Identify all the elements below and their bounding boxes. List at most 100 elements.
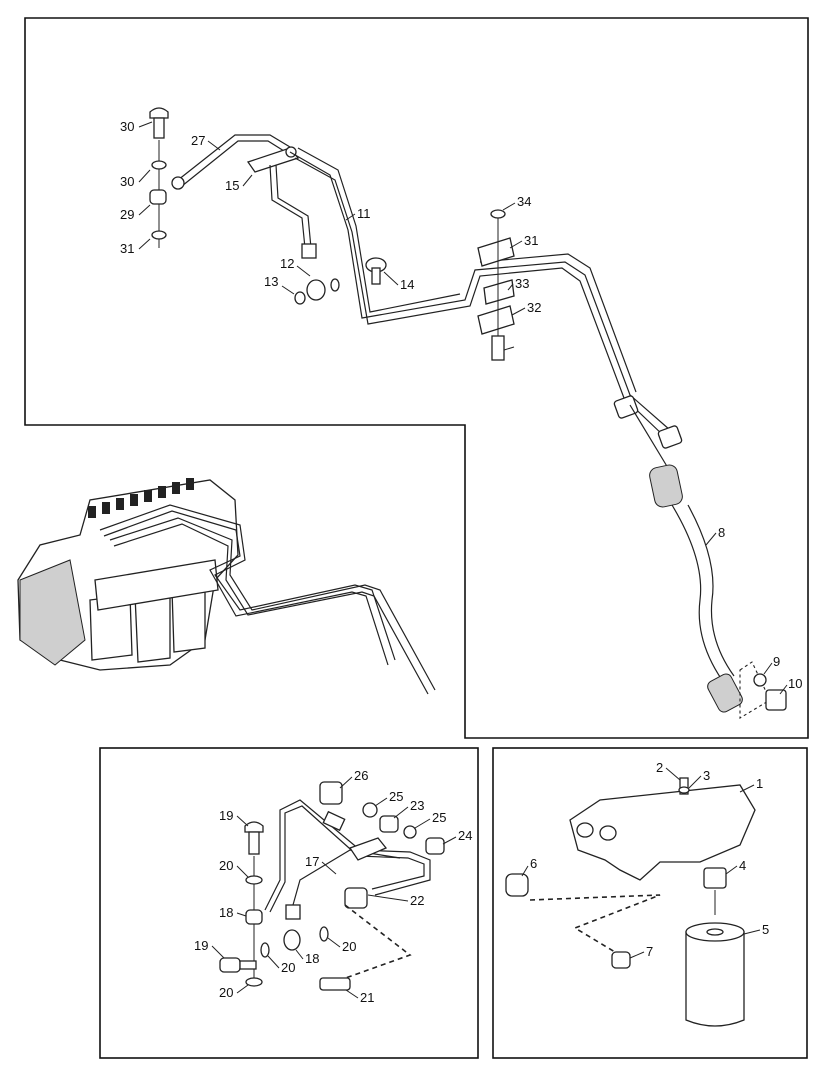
olive-9: [753, 673, 767, 687]
hose-8-fitting-lower: [707, 673, 743, 713]
fuel-line-assembly: [149, 107, 787, 719]
callout-label: 30: [120, 174, 134, 189]
callout-label: 6: [530, 856, 537, 871]
callout-3: 3: [688, 768, 710, 789]
engine-illustration: [17, 478, 436, 695]
nut-12-top: [301, 243, 317, 259]
callout-label: 1: [756, 776, 763, 791]
callout-label: 20: [342, 939, 356, 954]
washer-20b: [245, 977, 263, 987]
callout-31a: 31: [509, 233, 538, 249]
callout-label: 4: [739, 858, 746, 873]
callout-23: 23: [393, 798, 424, 819]
main-panel-frame: [24, 17, 809, 739]
callout-label: 15: [225, 178, 239, 193]
callout-label: 21: [360, 990, 374, 1005]
banjo-bolt-29: [149, 107, 169, 119]
clamp-half-31b: [477, 305, 515, 335]
callout-label: 20: [281, 960, 295, 975]
clamp-half-31a: [477, 237, 515, 267]
fitting-21: [319, 977, 351, 991]
callout-14: 13: [264, 274, 295, 295]
callout-20c: 20: [267, 955, 295, 975]
banjo-12: [306, 279, 326, 301]
callout-label: 23: [410, 798, 424, 813]
callout-label: 11: [357, 206, 371, 221]
callout-label: 25: [389, 789, 403, 804]
callout-29: 30: [120, 119, 153, 134]
banjo-bolt-19a-shank: [248, 831, 260, 855]
callout-label: 32: [527, 300, 541, 315]
banjo-18b: [283, 929, 301, 951]
bolt-33: [491, 335, 505, 361]
callout-8: 8: [705, 525, 725, 546]
callout-19b: 19: [194, 938, 225, 959]
adapter-26: [319, 781, 343, 805]
lower-right-panel-frame: [492, 747, 808, 1059]
spacer-lower: [657, 425, 683, 449]
callout-label: 20: [219, 858, 233, 873]
fitting-22: [344, 887, 368, 909]
callout-34: 34: [502, 194, 531, 211]
callout-label: 10: [788, 676, 802, 691]
callout-1: 1: [739, 776, 763, 793]
bolt-13-shank: [371, 267, 381, 285]
filter-head-1: [569, 784, 756, 881]
washer-30b: [151, 230, 167, 240]
callout-20d: 20: [327, 937, 356, 954]
callout-label: 9: [773, 654, 780, 669]
callout-19a: 19: [219, 808, 249, 827]
callout-18b: 18: [295, 949, 319, 966]
callout-30: 30: [120, 169, 151, 189]
clamp-15: [246, 147, 300, 173]
screw-2: [679, 777, 689, 795]
callout-22: 22: [367, 893, 424, 908]
callout-27: 27: [191, 133, 221, 151]
banjo-bolt-19b: [219, 957, 241, 973]
washer-3: [678, 786, 690, 794]
washer-30a: [151, 160, 167, 170]
washer-25a: [362, 802, 378, 818]
callout-label: 2: [656, 760, 663, 775]
callout-label: 7: [646, 944, 653, 959]
callout-11: 11: [345, 206, 371, 221]
callout-label: 17: [305, 854, 319, 869]
washer-14: [294, 291, 306, 305]
callout-30b: 31: [120, 238, 151, 256]
spacer-32: [483, 279, 515, 305]
washer-34: [490, 209, 506, 219]
nut-10: [765, 689, 787, 711]
filter-head-assembly: [505, 777, 756, 1027]
callout-label: 34: [517, 194, 531, 209]
callout-label: 19: [219, 808, 233, 823]
callout-label: 3: [703, 768, 710, 783]
callout-label: 27: [191, 133, 205, 148]
nipple-4: [703, 867, 727, 889]
washer-25b: [403, 825, 417, 839]
banjo-18a: [245, 909, 263, 925]
callout-label: 13: [264, 274, 278, 289]
lower-left-panel-frame: [99, 747, 479, 1059]
callout-28: 29: [120, 204, 151, 222]
callout-label: 5: [762, 922, 769, 937]
callout-25b: 25: [414, 810, 446, 829]
bolt-24: [425, 837, 445, 855]
callout-label: 18: [219, 905, 233, 920]
callout-label: 14: [400, 277, 414, 292]
callout-32: 33: [507, 276, 529, 291]
bolt-7: [611, 951, 631, 969]
callout-label: 12: [280, 256, 294, 271]
callout-labels: 30 27 30 15 29 11 34 31 31 12 13 14 33 3…: [120, 119, 802, 1005]
callout-24: 24: [442, 828, 472, 845]
callout-label: 31: [120, 241, 134, 256]
callout-17: 17: [305, 854, 337, 875]
dash-link-21: [339, 904, 412, 981]
callout-31b: 32: [511, 300, 541, 316]
callout-label: 26: [354, 768, 368, 783]
nut-18b: [285, 904, 301, 920]
callout-2: 2: [656, 760, 681, 781]
callout-label: 24: [458, 828, 472, 843]
filter-5: [685, 931, 745, 1027]
callout-label: 8: [718, 525, 725, 540]
